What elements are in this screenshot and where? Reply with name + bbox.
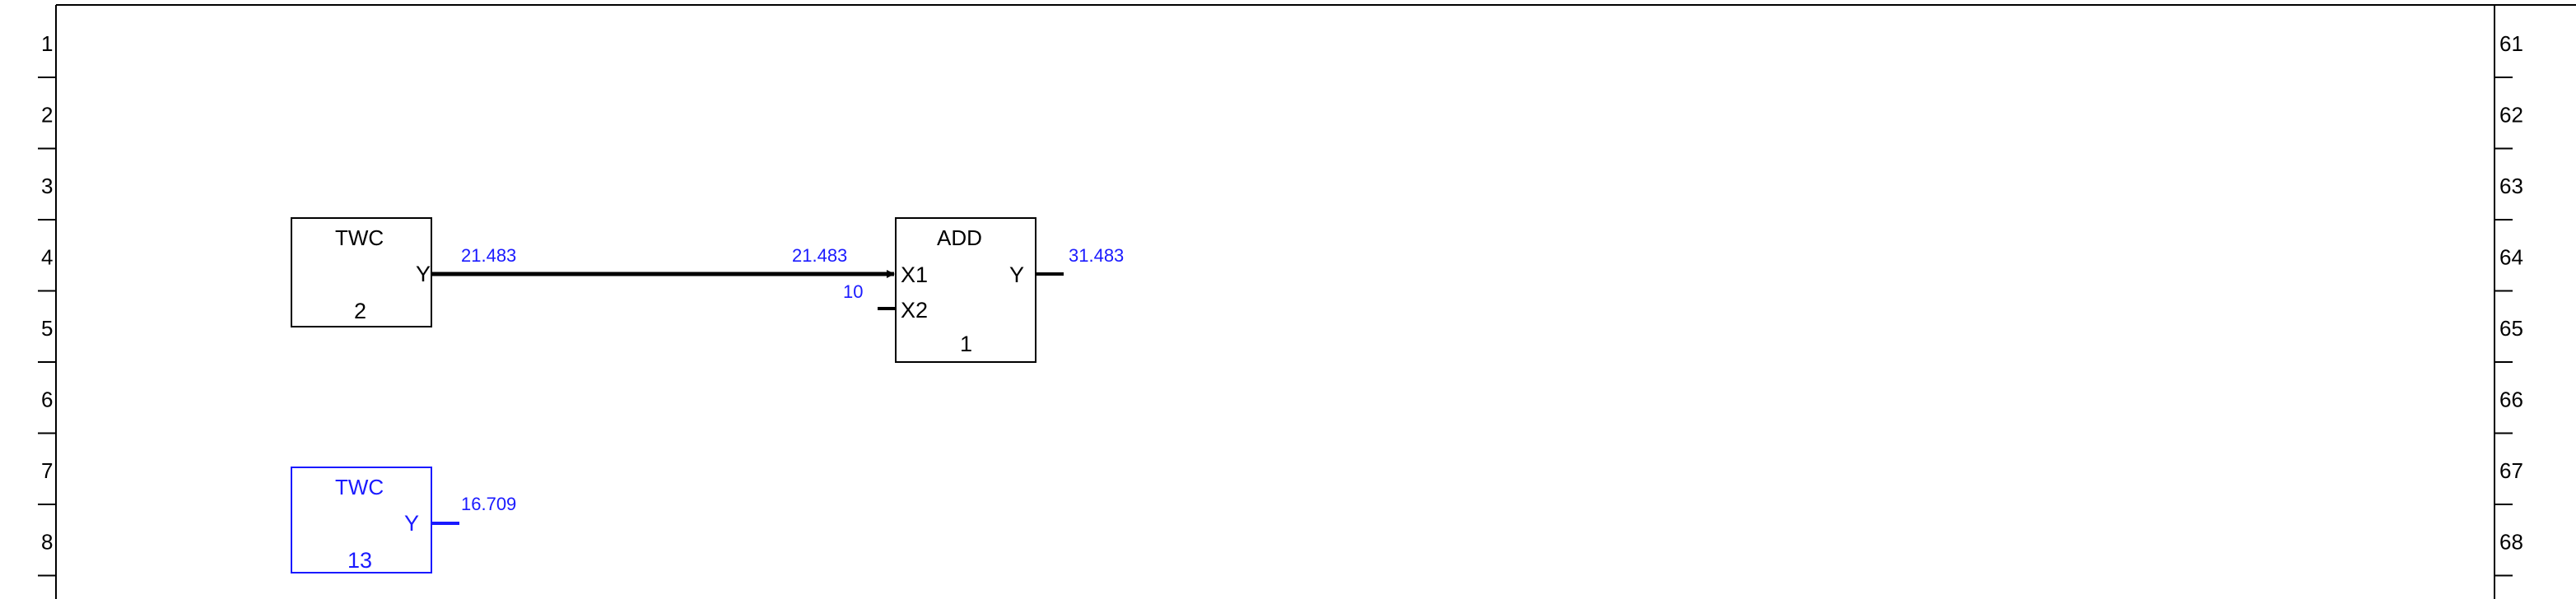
row-label-left-1: 1: [41, 31, 53, 56]
block-twc-2[interactable]: TWC Y 2: [291, 217, 432, 327]
row-label-right-61: 61: [2499, 31, 2523, 56]
row-ruler-right: 61 62 63 64 65 66 67 68: [2494, 31, 2523, 577]
block-twc-13-number: 13: [347, 548, 372, 573]
row-label-left-7: 7: [41, 458, 53, 483]
row-label-left-5: 5: [41, 316, 53, 341]
row-label-left-6: 6: [41, 388, 53, 412]
twc13-output-value: 16.709: [461, 494, 516, 514]
block-add-1-pin-x2: X2: [901, 298, 928, 323]
block-twc-13[interactable]: TWC Y 13: [291, 467, 432, 573]
row-label-right-65: 65: [2499, 316, 2523, 341]
row-label-right-66: 66: [2499, 388, 2523, 412]
add1-output-value: 31.483: [1069, 245, 1124, 266]
row-label-left-2: 2: [41, 103, 53, 128]
twc2-output-value: 21.483: [461, 245, 516, 266]
block-twc-2-number: 2: [354, 299, 366, 323]
row-label-right-68: 68: [2499, 530, 2523, 555]
row-label-left-4: 4: [41, 245, 53, 270]
block-add-1[interactable]: ADD X1 X2 Y 1: [895, 217, 1036, 363]
block-twc-13-pin-y: Y: [404, 511, 419, 536]
block-add-1-title: ADD: [937, 225, 982, 250]
block-twc-2-body[interactable]: [291, 217, 432, 327]
block-add-1-body[interactable]: [895, 217, 1036, 363]
row-label-right-62: 62: [2499, 103, 2523, 128]
block-add-1-number: 1: [960, 332, 972, 356]
block-twc-13-body[interactable]: [291, 467, 432, 573]
row-ruler-left: 1 2 3 4 5 6 7 8: [38, 31, 56, 577]
block-twc-13-title: TWC: [335, 475, 384, 499]
block-add-1-pin-y: Y: [1009, 262, 1024, 287]
block-add-1-pin-x1: X1: [901, 262, 928, 287]
block-twc-2-title: TWC: [335, 225, 384, 250]
add1-x1-input-value: 21.483: [792, 245, 847, 266]
block-twc-2-pin-y: Y: [416, 262, 431, 286]
row-label-left-3: 3: [41, 174, 53, 198]
row-label-right-64: 64: [2499, 245, 2523, 270]
row-label-right-63: 63: [2499, 174, 2523, 198]
row-label-right-67: 67: [2499, 458, 2523, 483]
row-label-left-8: 8: [41, 530, 53, 555]
add1-x2-input-value: 10: [843, 281, 863, 302]
